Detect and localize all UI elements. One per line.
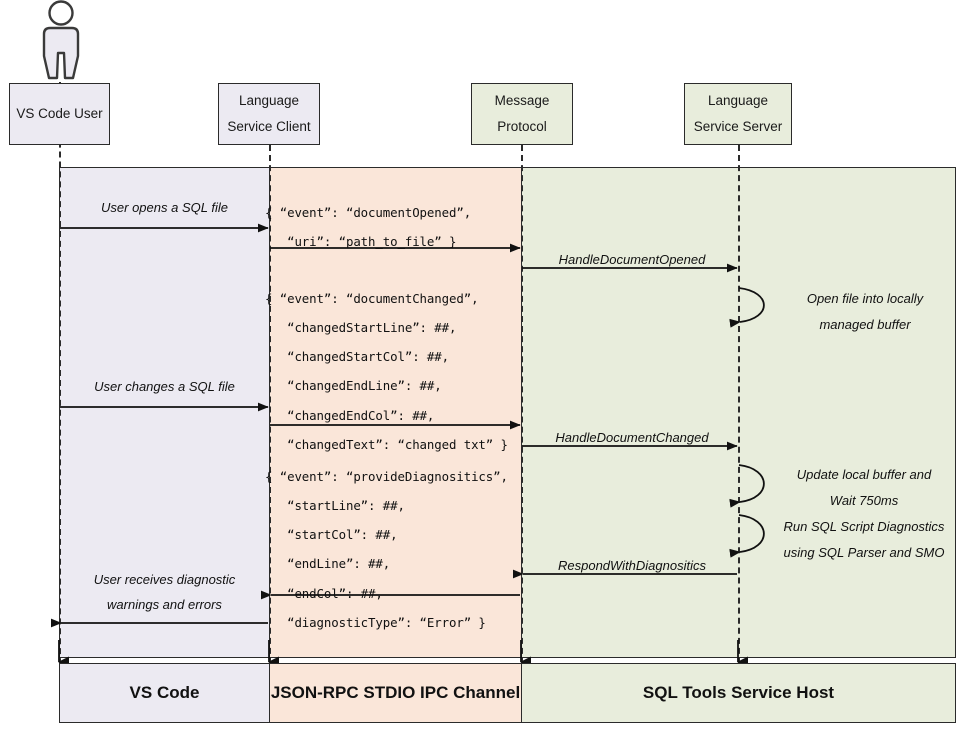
footer-vs-code[interactable]: VS Code bbox=[59, 663, 270, 723]
participant-message-protocol[interactable]: Message Protocol bbox=[471, 83, 573, 145]
participant-vs-code-user[interactable]: VS Code User bbox=[9, 83, 110, 145]
person-icon bbox=[42, 0, 80, 80]
participant-label-line1: Language bbox=[707, 92, 769, 108]
participant-label-line1: VS Code User bbox=[16, 105, 103, 121]
lifeline-language-service-server bbox=[738, 145, 740, 674]
lifeline-message-protocol bbox=[521, 145, 523, 674]
participant-language-service-server[interactable]: Language Service Server bbox=[684, 83, 792, 145]
footer-service-host[interactable]: SQL Tools Service Host bbox=[521, 663, 956, 723]
participant-label-line1: Language bbox=[238, 92, 300, 108]
lane-vscode bbox=[59, 167, 270, 658]
payload-provide-diagnostics: { “event”: “provideDiagnositics”, “start… bbox=[265, 469, 508, 630]
payload-document-opened: { “event”: “documentOpened”, “uri”: “pat… bbox=[265, 205, 472, 250]
payload-document-changed: { “event”: “documentChanged”, “changedSt… bbox=[265, 291, 508, 452]
footer-label: JSON-RPC STDIO IPC Channel bbox=[270, 683, 521, 702]
participant-label-line2: Protocol bbox=[497, 119, 547, 134]
note-run-sql-diagnostics: Run SQL Script Diagnostics using SQL Par… bbox=[783, 519, 945, 560]
participant-language-service-client[interactable]: Language Service Client bbox=[218, 83, 320, 145]
footer-label: VS Code bbox=[129, 683, 200, 702]
note-open-file-into-buffer: Open file into locally managed buffer bbox=[806, 291, 924, 332]
note-update-buffer-wait: Update local buffer and Wait 750ms bbox=[796, 467, 932, 508]
lifeline-vs-code-user bbox=[59, 82, 61, 674]
lifeline-language-service-client bbox=[269, 145, 271, 674]
footer-ipc-channel[interactable]: JSON-RPC STDIO IPC Channel bbox=[269, 663, 522, 723]
participant-label-line2: Service Server bbox=[693, 119, 783, 134]
footer-label: SQL Tools Service Host bbox=[642, 683, 835, 702]
participant-label-line1: Message bbox=[494, 92, 550, 108]
participant-label-line2: Service Client bbox=[227, 119, 311, 134]
